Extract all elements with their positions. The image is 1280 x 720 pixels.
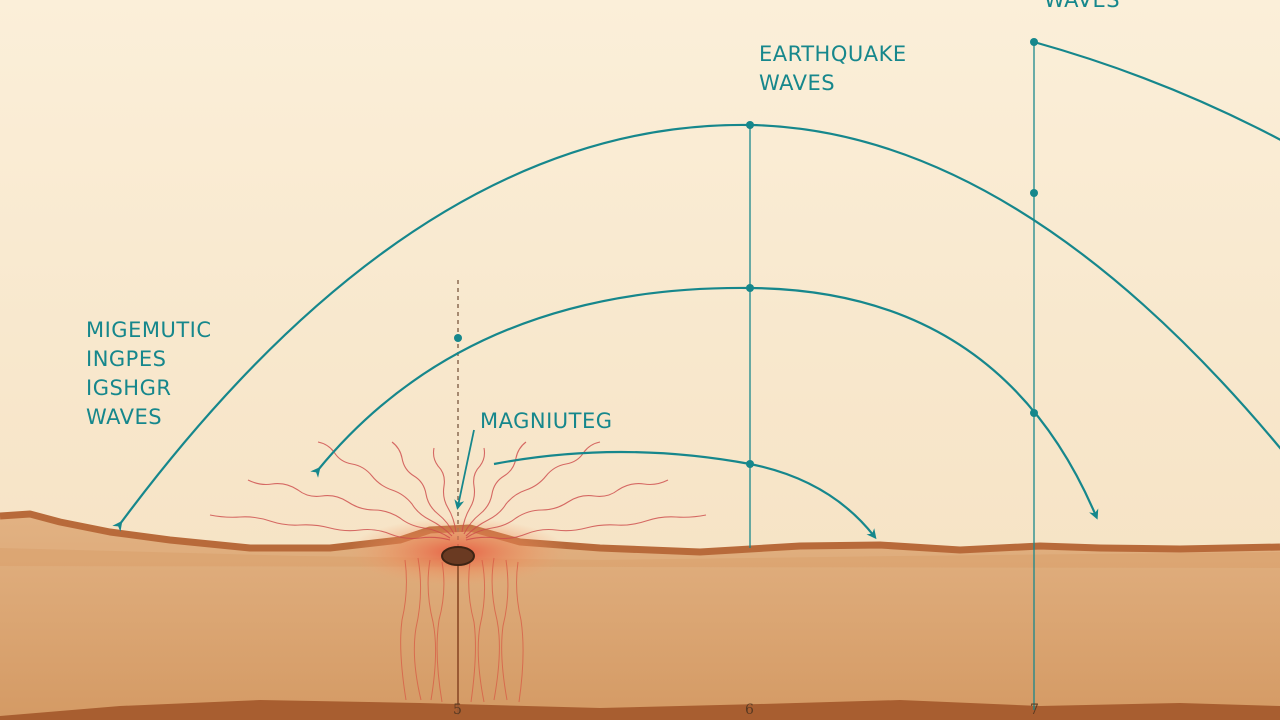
node-top-right: [1030, 38, 1038, 46]
node-middle-right: [1030, 409, 1038, 417]
label-left-waves: MIGEMUTIC INGPES IGSHGR WAVES: [86, 316, 212, 432]
label-left-line-1: MIGEMUTIC: [86, 318, 212, 342]
node-middle-left: [454, 334, 462, 342]
axis-tick-5: 5: [453, 702, 462, 718]
fault-cracks: [400, 557, 524, 703]
bedrock-line: [0, 700, 1280, 720]
label-earthquake-line-1: EARTHQUAKE: [759, 42, 907, 66]
arc-nodes: [454, 38, 1038, 468]
axis-tick-7: 7: [1030, 702, 1039, 718]
label-left-line-3: IGSHGR: [86, 376, 172, 400]
top-right-arc: [1033, 40, 1280, 141]
label-waves-top: WAVES: [1044, 0, 1121, 12]
epicenter-hole: [441, 546, 475, 566]
label-left-line-2: INGPES: [86, 347, 167, 371]
label-magnitude: MAGNIUTEG: [480, 409, 613, 433]
axis-tick-6: 6: [745, 702, 754, 718]
inner-arc: [493, 450, 877, 540]
label-left-line-4: WAVES: [86, 405, 163, 429]
label-earthquake-waves: EARTHQUAKE WAVES: [759, 40, 907, 98]
node-outer-top: [746, 121, 754, 129]
node-outer-right: [1030, 189, 1038, 197]
magnitude-pointer: [454, 429, 475, 510]
node-inner-top: [746, 460, 754, 468]
lower-ground-band: [0, 548, 1280, 568]
node-middle-top: [746, 284, 754, 292]
label-earthquake-line-2: WAVES: [759, 71, 836, 95]
